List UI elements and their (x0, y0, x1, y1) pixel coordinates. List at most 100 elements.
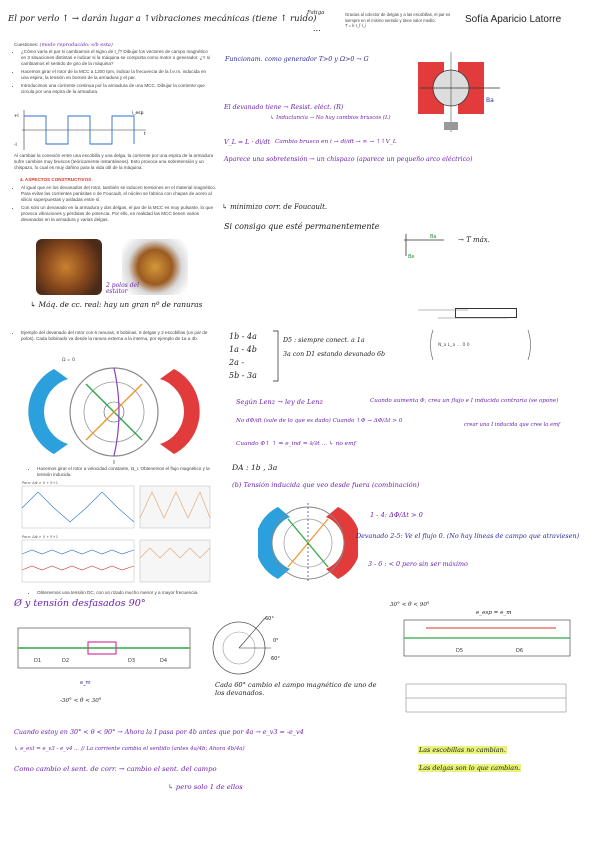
funcionamiento-note: Funcionam. como generador T>0 y Ω>0 → G (225, 56, 369, 63)
tension-note: (b) Tensión inducida que veo desde fuera… (232, 481, 420, 489)
questions-heading: Cuestiones: (modo reproducido: s/b esta) (14, 42, 214, 49)
question-item: Hacemos girar el rotor de la MCC a 1200 … (21, 69, 214, 81)
plot1-title: Para: ΔΦ > 0 + E+1 (22, 481, 58, 485)
devanado-note: El devanado tiene → Resist. eléct. (R) (224, 104, 344, 111)
angle-range-note: -30° < θ < 30° (60, 698, 102, 704)
d2: D2 (62, 658, 69, 664)
plot2-trace (21, 549, 135, 555)
current-waveform: +I -I i_esp t (14, 110, 146, 150)
delgas-note: Las delgas son lo que cambian. (418, 764, 522, 772)
escobillas-note: Las escobillas no cambian. (418, 746, 507, 754)
plot2-side-trace (139, 547, 211, 559)
pole-red (160, 369, 200, 454)
flux-voltage-plots: Para: ΔΦ > 0 + E+1 Para: ΔΦ > 0 + E+1 (21, 481, 211, 583)
component-pink (87, 641, 117, 655)
questions-list: ¿Cómo varía el par si cambiamos el signo… (14, 49, 214, 95)
cambio-note: Cambio brusco en i → di/dt → ∞ → ↑↑V_L (275, 139, 397, 145)
rotor-inner (83, 381, 145, 443)
plot1-side-trace (139, 491, 211, 519)
obtain-note: Obtenemos una tensión DC, con un rizado … (30, 590, 220, 598)
example-text: Ejemplo del devanado del rotor con 6 ran… (14, 330, 214, 344)
escobillas-text: Las escobillas no cambian. (418, 746, 507, 754)
coil-purple (113, 367, 120, 457)
rotate-note: Hacemos girar el rotor a velocidad const… (30, 466, 220, 480)
devanado-25-note: Devanado 2-5: Ve el flujo 0. (No hay lín… (356, 532, 580, 540)
pole-blue-2 (258, 507, 290, 579)
field-axes-diagram: Ba Be (404, 234, 444, 260)
delgas-text: Las delgas son lo que cambian. (418, 764, 522, 772)
d1: D1 (34, 658, 41, 664)
bracket (430, 329, 531, 361)
right-note-collector: Gracias al colector de delgas y a las es… (345, 12, 455, 29)
angle-60a: 60° (265, 616, 274, 622)
pairs-list: 1b - 4a 1a - 4b 2a - 5b - 3a (229, 330, 257, 382)
graph-y-bottom: -I (14, 142, 17, 147)
cada-note: Cada 60° cambio el campo magnético de un… (215, 681, 377, 697)
solo-note: ↳ pero solo 1 de ellos (168, 783, 243, 791)
right-notes-cluster (405, 262, 545, 318)
title-note: El por verlo ↑ → darán lugar a ↑vibracio… (8, 14, 317, 24)
plot2-title: Para: ΔΦ > 0 + E+1 (22, 535, 58, 539)
circuit-left: D1 D2 D3 D4 e_m (17, 627, 191, 686)
d6-right: D6 (516, 648, 523, 654)
constructivos-heading: 4. ASPECTOS CONSTRUCTIVOS (20, 177, 92, 182)
aparece-note: Aparece una sobretensión → un chispazo (… (224, 156, 473, 163)
plot1-frame (21, 485, 135, 529)
question-item: ¿Cómo varía el par si cambiamos el signo… (21, 49, 214, 68)
plot1-trace (21, 491, 135, 523)
questions-heading-text: Cuestiones: (14, 42, 39, 47)
rotor-winding-diagram: Ω = 0 (28, 357, 200, 464)
eq-text: N_a L_a ... 0 0 (438, 342, 470, 348)
angle-right-note: 30° < θ < 90° (390, 602, 430, 608)
right-schematic-small: N_a L_a ... 0 0 (418, 309, 531, 361)
title-ellipsis: ... (313, 24, 321, 33)
obtain-item: Obtenemos una tensión DC, con un rizado … (37, 590, 220, 596)
d4: D4 (160, 658, 167, 664)
plot2-side (139, 539, 211, 583)
plot2-frame (21, 539, 135, 583)
constructivos-item: Al igual que en los devanados del rotor,… (21, 185, 219, 204)
pair-item: 1a - 4b (229, 345, 257, 354)
maq-real-note: ↳ Máq. de cc. real: hay un gran nº de ra… (30, 300, 203, 309)
lenz-line-4: crear una I inducida que cree la emf (464, 422, 560, 428)
motor-photo-2 (122, 239, 188, 295)
motor-diagram: Ba (418, 52, 500, 132)
commutator (103, 401, 125, 423)
cuando-note: Cuando estoy en 30° < θ < 90° → Ahora la… (14, 728, 304, 736)
campo-note: Si consigo que esté permanentemente (224, 222, 380, 231)
inductancia-note: ↳ Inductancia → No hay cambios bruscos (… (270, 115, 391, 121)
commutation-note: Al cambiar la conexión entre una escobil… (14, 153, 214, 171)
pair-item: 1b - 4a (229, 332, 257, 341)
label-be: Be (408, 254, 415, 260)
da-note: DA : 1b , 3a (232, 463, 278, 472)
rotate-item: Hacemos girar el rotor a velocidad const… (37, 466, 220, 478)
questions-block: Cuestiones: (modo reproducido: s/b esta)… (14, 42, 214, 97)
angle-line-1 (238, 617, 266, 649)
constructivos-list: Al igual que en los devanados del rotor,… (14, 185, 219, 224)
pairs-bracket (273, 330, 279, 382)
graph-label: i_esp (132, 110, 144, 116)
bracket-path (273, 330, 279, 382)
angle-diagram: 60° 0° 60° (212, 616, 280, 675)
questions-heading-hw: (modo reproducido: s/b esta) (39, 42, 113, 48)
tmax-note: → T máx. (458, 236, 490, 244)
angle-60b: 60° (271, 656, 280, 662)
graph-t-label: t (144, 131, 146, 136)
small-schematic (405, 683, 567, 713)
como-note: Como cambio el sent. de corr. → cambio e… (14, 765, 217, 773)
constructivos-item: Con solo un devanado en la armadura y do… (21, 205, 219, 224)
right-note-boxed (455, 308, 517, 318)
rotor-diagram-2 (258, 503, 358, 583)
right-note-text: Gracias al colector de delgas y a las es… (345, 12, 451, 23)
motor-photo-1 (36, 239, 102, 295)
plot1-side (139, 485, 211, 529)
eq-line-note: ↳ e_ext = e_v3 - e_v4 ... // La corrient… (14, 746, 245, 752)
square-wave (24, 115, 135, 145)
circuit-right: D5 D6 (403, 619, 571, 657)
devanado-36-note: 3 - 6 : < 0 pero sin ser máximo (368, 560, 468, 568)
constructivos-block: Al igual que en los devanados del rotor,… (14, 185, 219, 225)
angle-0: 0° (273, 638, 279, 644)
eq-label-left: e_m (80, 680, 91, 686)
pair-item: 5b - 3a (229, 371, 257, 380)
plot2-trace-b (21, 565, 135, 571)
